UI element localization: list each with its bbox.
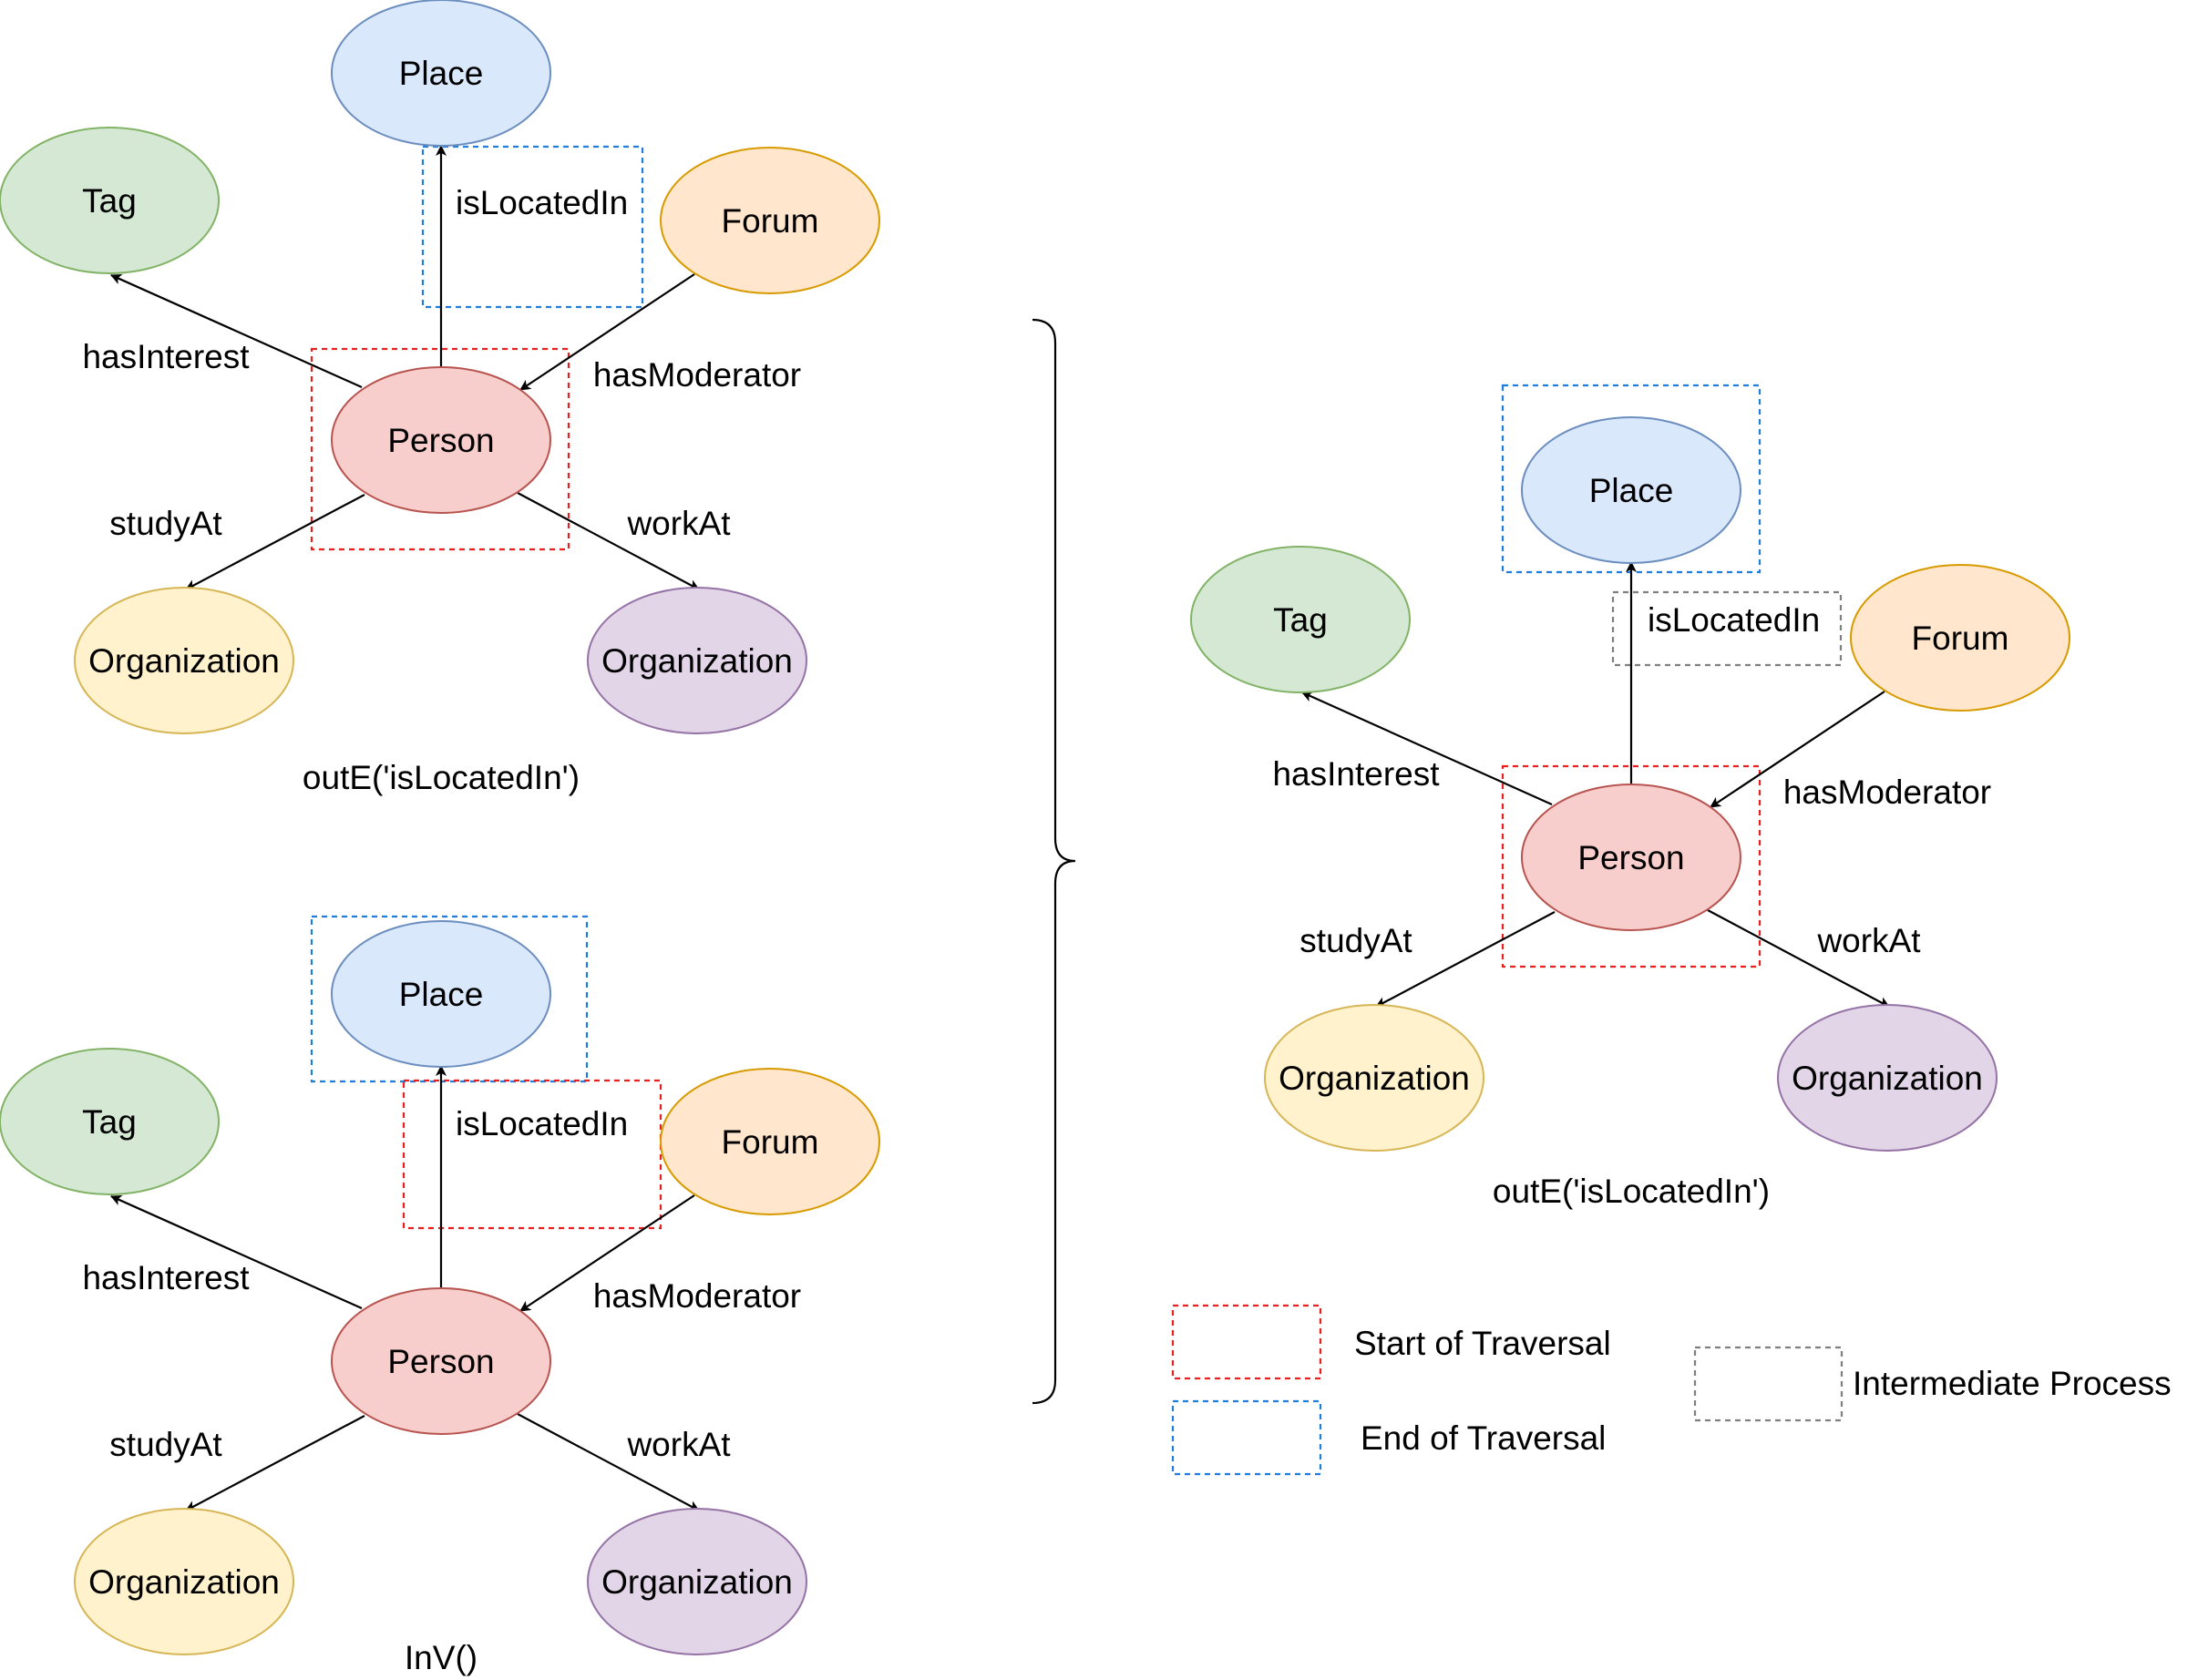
node-person: Person — [331, 366, 551, 514]
edge-label-workAt: workAt — [1816, 922, 1921, 959]
legend-intermediate-label: Intermediate Process — [1853, 1365, 2172, 1402]
node-place: Place — [331, 920, 551, 1068]
legend-end: End of Traversal — [1171, 1399, 1606, 1476]
edge-workAt — [517, 1413, 700, 1511]
node-label: Tag — [82, 1103, 137, 1141]
edge-hasModerator — [519, 1194, 695, 1312]
start-frame — [1501, 764, 1761, 968]
legend-start: Start of Traversal — [1171, 1304, 1611, 1380]
node-organization-right: Organization — [1777, 1004, 1998, 1152]
node-forum: Forum — [660, 147, 880, 294]
node-person: Person — [331, 1287, 551, 1435]
node-label: Tag — [1273, 601, 1328, 639]
node-label: Organization — [601, 1563, 793, 1601]
node-person: Person — [1521, 784, 1741, 931]
node-label: Person — [387, 1343, 494, 1380]
edge-label-workAt: workAt — [626, 1426, 731, 1463]
node-label: Organization — [88, 642, 280, 680]
node-organization-right: Organization — [587, 1508, 807, 1655]
edge-hasInterest — [110, 1194, 363, 1310]
node-label: Forum — [722, 1123, 819, 1161]
edge-studyAt — [185, 1415, 365, 1511]
edge-hasInterest — [1301, 691, 1553, 806]
node-label: Person — [1577, 839, 1684, 876]
edge-hasInterest — [110, 273, 363, 389]
node-label: Person — [387, 422, 494, 459]
legend-intermediate-swatch — [1693, 1346, 1844, 1422]
node-label: Place — [1589, 472, 1674, 509]
legend-start-swatch — [1171, 1304, 1322, 1380]
edge-label-studyAt: studyAt — [109, 505, 222, 542]
edge-label-hasModerator: hasModerator — [593, 356, 801, 394]
node-forum: Forum — [660, 1068, 880, 1215]
edge-label-hasInterest: hasInterest — [82, 1259, 250, 1296]
graph-caption: outE('isLocatedIn') — [1493, 1173, 1770, 1210]
edge-hasModerator — [1710, 691, 1885, 808]
graph-outE-right: Place Tag Forum Person Organization Orga… — [1190, 384, 2070, 1210]
edge-label-hasModerator: hasModerator — [1783, 773, 1991, 811]
node-label: Tag — [82, 182, 137, 220]
edge-label-studyAt: studyAt — [1299, 922, 1412, 959]
node-label: Forum — [722, 202, 819, 240]
legend-end-label: End of Traversal — [1361, 1419, 1606, 1457]
node-organization-left: Organization — [74, 587, 294, 734]
edge-label-isLocatedIn: isLocatedIn — [1648, 601, 1820, 639]
edge-label-isLocatedIn: isLocatedIn — [456, 184, 628, 221]
legend-intermediate: Intermediate Process — [1693, 1346, 2172, 1422]
edge-studyAt — [1375, 911, 1556, 1008]
node-label: Place — [399, 976, 484, 1013]
node-organization-right: Organization — [587, 587, 807, 734]
legend-end-swatch — [1171, 1399, 1322, 1476]
node-forum: Forum — [1850, 564, 2070, 712]
node-tag: Tag — [0, 127, 220, 274]
start-frame — [310, 347, 570, 551]
node-organization-left: Organization — [1264, 1004, 1484, 1152]
graph-outE-top: Place Tag Forum Person Organization Orga… — [0, 0, 880, 796]
graph-caption: outE('isLocatedIn') — [303, 759, 580, 796]
node-label: Organization — [1279, 1060, 1470, 1097]
edge-workAt — [517, 492, 700, 590]
edge-studyAt — [185, 494, 365, 590]
legend-start-label: Start of Traversal — [1354, 1325, 1611, 1362]
edge-label-workAt: workAt — [626, 505, 731, 542]
graph-inV-bottom: Place Tag Forum Person Organization Orga… — [0, 915, 880, 1676]
end-frame — [421, 145, 644, 309]
node-label: Place — [399, 55, 484, 92]
node-place: Place — [1521, 416, 1741, 564]
curly-brace — [1032, 318, 1076, 1405]
legend: Start of Traversal End of Traversal Inte… — [1171, 1304, 2172, 1476]
node-label: Organization — [601, 642, 793, 680]
edge-label-studyAt: studyAt — [109, 1426, 222, 1463]
node-label: Organization — [1792, 1060, 1983, 1097]
node-tag: Tag — [1190, 546, 1411, 693]
edge-label-hasInterest: hasInterest — [82, 338, 250, 375]
edge-label-hasInterest: hasInterest — [1272, 755, 1440, 793]
edge-label-isLocatedIn: isLocatedIn — [456, 1105, 628, 1142]
node-tag: Tag — [0, 1048, 220, 1195]
start-frame — [402, 1079, 662, 1230]
edge-workAt — [1707, 909, 1890, 1008]
node-label: Organization — [88, 1563, 280, 1601]
node-place: Place — [331, 0, 551, 147]
edge-label-hasModerator: hasModerator — [593, 1277, 801, 1315]
graph-caption: InV() — [405, 1639, 478, 1676]
node-label: Forum — [1912, 620, 2009, 657]
intermediate-frame — [1611, 590, 1843, 667]
edge-hasModerator — [519, 273, 695, 391]
node-organization-left: Organization — [74, 1508, 294, 1655]
